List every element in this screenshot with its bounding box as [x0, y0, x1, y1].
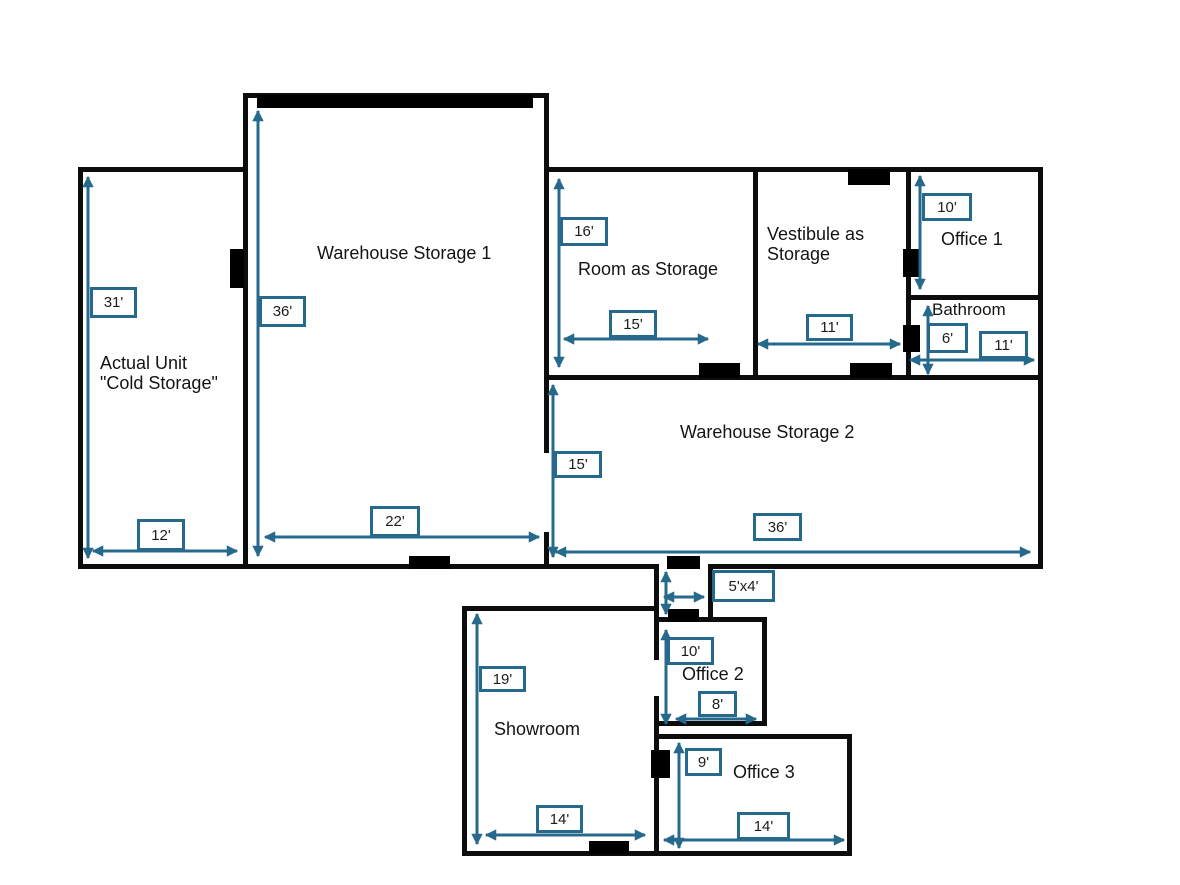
label-bathroom: Bathroom — [932, 300, 1006, 319]
wall-office2-right — [762, 617, 767, 726]
wall-bottom-left — [78, 564, 659, 569]
door-bathroom-left — [903, 325, 920, 352]
dim-showroom-height: 19' — [479, 666, 526, 692]
door-corridor-top — [667, 556, 700, 569]
wall-office3-top — [654, 734, 852, 739]
dim-office2-width: 8' — [698, 691, 737, 717]
dim-room-storage-width: 15' — [609, 310, 657, 338]
wall-outer-right — [1038, 167, 1043, 569]
dim-ws2-height: 15' — [554, 451, 602, 478]
label-room-storage: Room as Storage — [578, 259, 719, 279]
wall-office1-bathroom-divider — [906, 295, 1043, 300]
wall-showroom-left — [462, 606, 467, 856]
wall-ws1-left — [243, 93, 248, 569]
label-cold-storage-line2: "Cold Storage" — [100, 373, 218, 393]
label-vestibule: Vestibule as Storage — [767, 224, 864, 264]
label-vestibule-line2: Storage — [767, 244, 831, 264]
label-ws2: Warehouse Storage 2 — [680, 422, 855, 442]
wall-showroom-top — [462, 606, 659, 611]
door-office3-left — [651, 750, 670, 778]
wall-topright-bottom — [544, 375, 1043, 380]
dim-office2-height: 10' — [667, 637, 714, 665]
door-corridor-bottom — [668, 609, 699, 622]
wall-corridor-right — [708, 564, 713, 622]
door-room-storage-bottom — [699, 363, 740, 378]
label-cold-storage: Actual Unit "Cold Storage" — [100, 353, 218, 393]
dim-cold-height: 31' — [90, 287, 137, 318]
dim-ws2-width: 36' — [753, 513, 802, 541]
wall-ws1-right-upper — [544, 93, 549, 453]
wall-bottom-right — [708, 564, 1043, 569]
door-ws1-bottom — [409, 556, 450, 569]
wall-room-vestibule-divider — [753, 167, 758, 380]
wall-ws1-right-lower — [544, 532, 549, 569]
dim-ws1-width: 22' — [370, 506, 420, 537]
dim-office3-height: 9' — [685, 748, 722, 776]
wall-corridor-left — [654, 564, 659, 660]
label-office1: Office 1 — [941, 229, 1003, 249]
label-vestibule-line1: Vestibule as — [767, 224, 865, 244]
dim-corridor-size: 5'x4' — [712, 570, 775, 602]
wall-office3-bottom — [654, 851, 852, 856]
door-vestibule-bottom — [850, 363, 892, 378]
wall-office3-right — [847, 734, 852, 856]
door-ws1-left — [230, 249, 244, 288]
label-showroom: Showroom — [494, 719, 581, 739]
wall-cold-top — [78, 167, 248, 172]
wall-topright-top — [544, 167, 1043, 172]
label-office2: Office 2 — [682, 664, 744, 684]
dim-cold-width: 12' — [137, 519, 185, 551]
dim-ws1-height: 36' — [259, 296, 306, 327]
dim-office3-width: 14' — [737, 812, 790, 840]
door-showroom-bottom — [589, 841, 629, 854]
label-ws1: Warehouse Storage 1 — [317, 243, 492, 263]
dim-bathroom-height: 6' — [927, 323, 968, 353]
dim-showroom-width: 14' — [536, 805, 583, 833]
dim-room-storage-height: 16' — [560, 217, 608, 246]
door-vestibule-top — [848, 169, 890, 185]
wall-showroom-bottom — [462, 851, 659, 856]
dim-bathroom-width: 11' — [979, 331, 1028, 359]
label-cold-storage-line1: Actual Unit — [100, 353, 188, 373]
dim-office1-height: 10' — [922, 193, 972, 221]
label-office3: Office 3 — [733, 762, 795, 782]
door-ws1-top — [257, 95, 533, 108]
wall-cold-left — [78, 167, 83, 569]
dim-vestibule-width: 11' — [806, 314, 853, 341]
